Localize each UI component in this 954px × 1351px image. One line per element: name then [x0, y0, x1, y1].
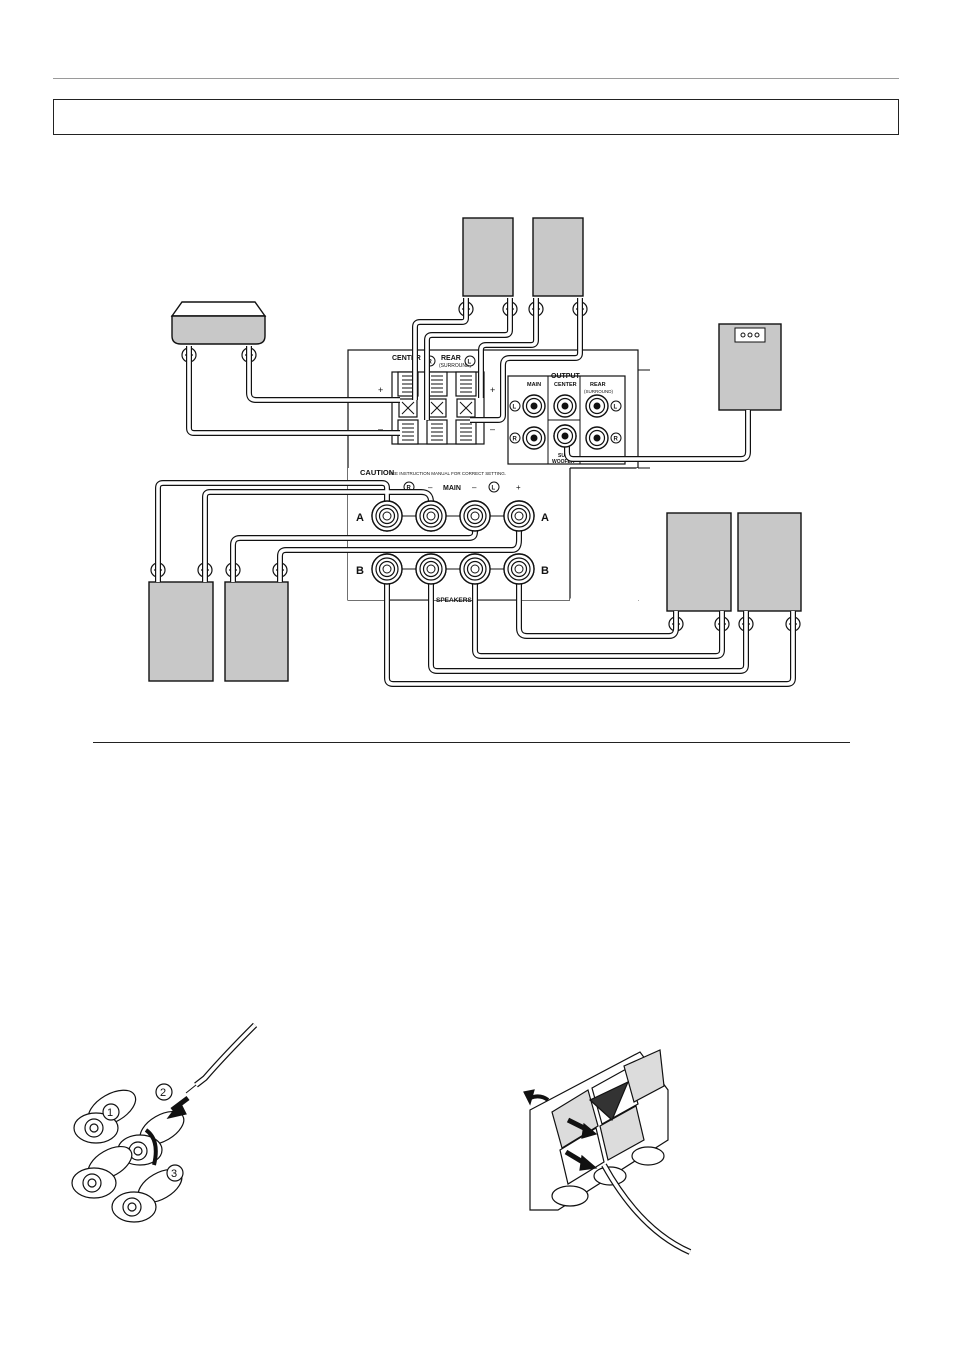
label-rear-out: REAR	[590, 382, 606, 388]
label-rear-out-surround: (SURROUND)	[584, 389, 613, 394]
binding-post-illustration	[71, 1022, 258, 1223]
row-a-left: A	[356, 512, 364, 524]
speaker-cables	[155, 298, 796, 687]
main-minus-r: –	[428, 483, 433, 492]
l-mark-top: L	[468, 360, 472, 366]
main-r-mark: R	[407, 486, 412, 492]
label-center: CENTER	[392, 355, 421, 362]
top-rule	[53, 78, 899, 79]
spring-clip-illustration	[523, 1049, 692, 1255]
center-speaker	[170, 301, 267, 363]
row-b-left: B	[356, 565, 364, 577]
svg-text:1: 1	[107, 1107, 113, 1119]
out-l-mark-right: L	[614, 405, 618, 411]
row-a-right: A	[541, 512, 549, 524]
caution-label: CAUTION	[360, 468, 394, 477]
rear-speaker-right	[528, 217, 588, 317]
main-label: MAIN	[443, 485, 461, 492]
center-minus-right: –	[490, 424, 495, 434]
svg-text:2: 2	[160, 1087, 166, 1099]
label-woofer: WOOFER	[552, 459, 575, 465]
out-l-mark: L	[513, 405, 517, 411]
main-speaker-b-right	[737, 512, 802, 632]
section-title-box	[53, 99, 899, 135]
out-r-mark-right: R	[614, 437, 619, 443]
label-center-out: CENTER	[554, 382, 577, 388]
center-plus-right: +	[490, 385, 495, 395]
svg-text:3: 3	[171, 1168, 177, 1180]
label-main-out: MAIN	[527, 382, 541, 388]
label-rear: REAR	[441, 355, 461, 362]
output-rca-block	[507, 375, 626, 465]
main-plus-l: +	[516, 483, 521, 492]
label-output: OUTPUT	[551, 373, 581, 380]
speaker-posts	[371, 500, 535, 585]
main-minus-l: –	[472, 483, 477, 492]
caution-note: SEE INSTRUCTION MANUAL FOR CORRECT SETTI…	[389, 471, 506, 476]
main-speaker-a-right	[224, 562, 289, 682]
row-b-right: B	[541, 565, 549, 577]
center-plus-left: +	[378, 385, 383, 395]
out-r-mark: R	[513, 437, 518, 443]
label-rear-surround: (SURROUND)	[439, 363, 472, 369]
speakers-label: SPEAKERS	[436, 597, 472, 604]
label-sub: SUB	[558, 453, 569, 459]
main-speaker-b-left	[666, 512, 732, 632]
subwoofer	[718, 323, 782, 411]
center-rear-terminal-block	[391, 371, 485, 445]
main-l-mark: L	[492, 486, 496, 492]
l-mark-icon	[464, 355, 476, 367]
section-divider	[93, 742, 850, 743]
main-speaker-a-left	[148, 562, 214, 682]
center-minus-left: –	[378, 424, 383, 434]
rear-speaker-left	[458, 217, 518, 317]
